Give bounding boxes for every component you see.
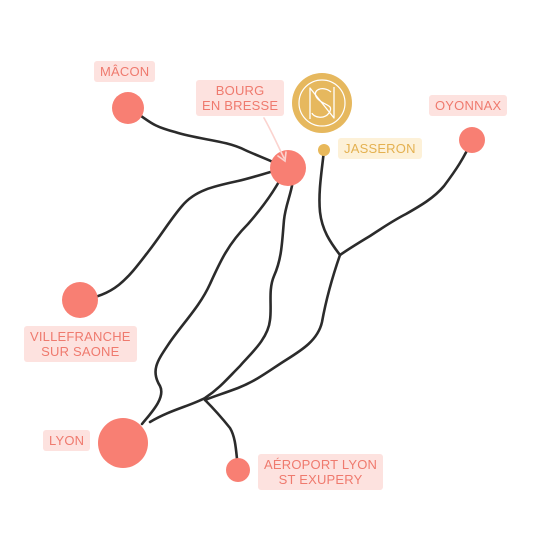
label-oyonnax: OYONNAX	[429, 95, 508, 116]
label-bourg-line2: EN BRESSE	[202, 98, 279, 113]
road-macon-bourg	[126, 106, 288, 170]
label-aeroport-line1: AÉROPORT LYON	[264, 457, 378, 472]
label-lyon: LYON	[43, 430, 91, 451]
label-bourg: BOURG EN BRESSE	[196, 80, 285, 116]
aeroport-marker[interactable]	[226, 458, 250, 482]
jasseron-marker[interactable]	[318, 144, 330, 156]
villefranche-marker[interactable]	[62, 282, 98, 318]
road-network	[78, 106, 474, 470]
label-jasseron: JASSERON	[338, 138, 422, 159]
lyon-marker[interactable]	[98, 418, 148, 468]
label-lyon-text: LYON	[49, 433, 85, 448]
label-bourg-line1: BOURG	[215, 83, 265, 98]
road-bourg-lyon-middle	[148, 166, 295, 424]
road-villefranche-bourg	[78, 166, 288, 302]
road-airport-spur	[203, 398, 240, 470]
label-macon-text: MÂCON	[100, 64, 150, 79]
road-jasseron-junction	[318, 148, 342, 257]
label-aeroport-line2: ST EXUPERY	[278, 472, 363, 487]
road-oyonnax-junction	[338, 138, 474, 257]
label-jasseron-text: JASSERON	[344, 141, 416, 156]
label-aeroport: AÉROPORT LYON ST EXUPERY	[258, 454, 384, 490]
arrow-icon	[263, 117, 287, 163]
road-bourg-lyon-west	[140, 166, 288, 426]
label-oyonnax-text: OYONNAX	[435, 98, 502, 113]
ns-monogram-logo	[292, 73, 352, 133]
label-villefranche-line2: SUR SAONE	[41, 344, 120, 359]
label-villefranche: VILLEFRANCHE SUR SAONE	[24, 326, 137, 362]
label-villefranche-line1: VILLEFRANCHE	[30, 329, 131, 344]
oyonnax-marker[interactable]	[459, 127, 485, 153]
macon-marker[interactable]	[112, 92, 144, 124]
bourg-marker[interactable]	[270, 150, 306, 186]
label-macon: MÂCON	[94, 61, 156, 82]
road-junction-lyon-east	[203, 253, 342, 402]
